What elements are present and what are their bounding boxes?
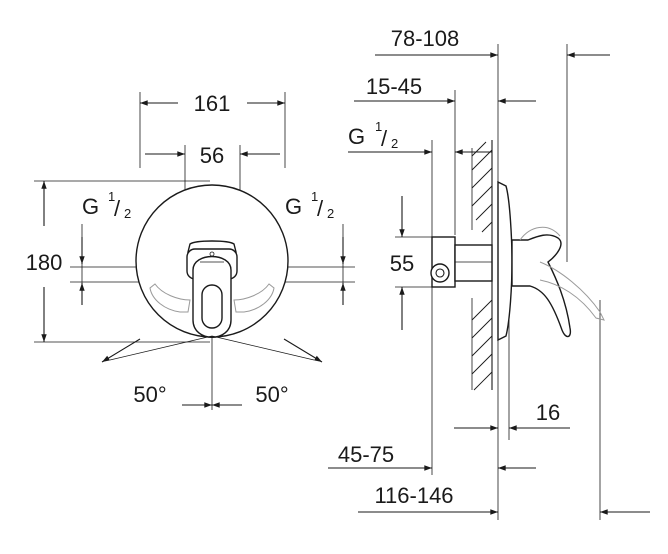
side-height-dimension: 55: [390, 196, 432, 330]
angle-right-label: 50°: [255, 382, 288, 407]
width-label: 161: [194, 91, 231, 116]
depth-total-dimension: 78-108: [375, 26, 610, 58]
svg-text:1: 1: [311, 189, 318, 204]
svg-text:78-108: 78-108: [391, 26, 460, 51]
svg-text:G: G: [348, 124, 365, 149]
plate-dimension: 16: [454, 400, 570, 431]
svg-text:G: G: [285, 194, 302, 219]
inner-width-dimension: 56: [145, 143, 280, 245]
svg-text:1: 1: [108, 189, 115, 204]
svg-text:/: /: [381, 126, 388, 151]
svg-text:G: G: [82, 194, 99, 219]
svg-text:2: 2: [327, 206, 334, 221]
svg-text:15-45: 15-45: [366, 74, 422, 99]
valve-body: [430, 236, 493, 288]
thread-right-label: G 1 / 2: [285, 189, 334, 221]
inner-width-label: 56: [200, 143, 224, 168]
svg-text:2: 2: [391, 136, 398, 151]
svg-text:16: 16: [536, 400, 560, 425]
height-dimension: 180: [26, 180, 210, 343]
front-view: 161 56 180 G 1 / 2 G 1 / 2: [26, 91, 355, 410]
thread-left-label: G 1 / 2: [82, 189, 131, 221]
height-label: 180: [26, 250, 63, 275]
angle-left-label: 50°: [133, 382, 166, 407]
svg-text:/: /: [317, 196, 324, 221]
width-dimension: 161: [139, 91, 286, 168]
side-lever: [511, 234, 572, 338]
bottom-small-dimension: 45-75: [328, 442, 536, 471]
side-cover-plate: [497, 180, 513, 342]
svg-text:45-75: 45-75: [338, 442, 394, 467]
side-thread-label: G 1 / 2: [348, 119, 492, 155]
svg-text:55: 55: [390, 251, 414, 276]
svg-text:116-146: 116-146: [374, 483, 453, 508]
wall-offset-dimension: 15-45: [354, 74, 536, 104]
svg-text:/: /: [114, 196, 121, 221]
side-view: 78-108 15-45 G 1 / 2: [328, 26, 650, 520]
svg-text:1: 1: [375, 119, 382, 134]
bottom-total-dimension: 116-146: [358, 483, 650, 515]
svg-text:2: 2: [124, 206, 131, 221]
